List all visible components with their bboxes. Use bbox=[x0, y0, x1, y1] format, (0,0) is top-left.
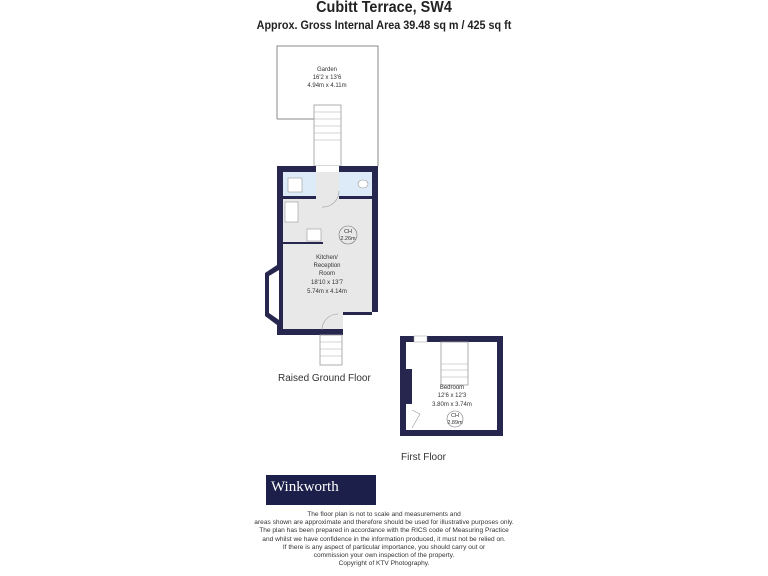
winkworth-logo: Winkworth bbox=[266, 475, 376, 505]
ground-floor-plan: CH 2.26m Kitchen/ Reception Room 18'10 x… bbox=[265, 166, 378, 366]
hob-icon bbox=[306, 228, 322, 242]
ch-value: 2.26m bbox=[340, 236, 356, 242]
disclaimer-line: The plan has been prepared in accordance… bbox=[259, 527, 509, 535]
ch-label: CH bbox=[344, 229, 352, 235]
kitchen-imperial: 18'10 x 13'7 bbox=[311, 280, 344, 286]
door-swing bbox=[321, 190, 340, 208]
garden-area: Garden 16'2 x 13'6 4.94m x 4.11m bbox=[276, 45, 379, 167]
disclaimer-line: If there is any aspect of particular imp… bbox=[282, 543, 486, 551]
sink-icon bbox=[284, 201, 299, 223]
ch-label: CH bbox=[451, 413, 459, 419]
bedroom-imperial: 12'6 x 12'3 bbox=[438, 393, 467, 399]
ceiling-height-marker bbox=[338, 225, 358, 245]
kitchen-metric: 5.74m x 4.14m bbox=[307, 289, 347, 295]
bedroom-metric: 3.80m x 3.74m bbox=[432, 402, 472, 408]
bedroom-name: Bedroom bbox=[440, 385, 464, 391]
ceiling-height-marker bbox=[446, 410, 464, 428]
logo-text: Winkworth bbox=[271, 479, 339, 495]
disclaimer-line: areas shown are approximate and therefor… bbox=[254, 519, 514, 527]
kitchen-name-1: Kitchen/ bbox=[316, 255, 338, 261]
garden-metric: 4.94m x 4.11m bbox=[307, 83, 346, 89]
disclaimer-line: and whilst we have confidence in the inf… bbox=[262, 535, 506, 543]
garden-imperial: 16'2 x 13'6 bbox=[313, 75, 342, 81]
garden-name: Garden bbox=[317, 67, 337, 73]
ch-value: 2.89m bbox=[447, 420, 463, 426]
shower-icon bbox=[287, 177, 303, 193]
first-floor-label: First Floor bbox=[401, 452, 446, 463]
area-subtitle: Approx. Gross Internal Area 39.48 sq m /… bbox=[256, 18, 512, 32]
entrance-door bbox=[321, 313, 339, 331]
disclaimer-line: The floor plan is not to scale and measu… bbox=[307, 511, 461, 518]
ground-floor-label: Raised Ground Floor bbox=[278, 373, 371, 384]
disclaimer-line: Copyright of KTV Photography. bbox=[338, 560, 430, 568]
garden-stairs bbox=[313, 104, 342, 167]
first-floor-plan: Bedroom 12'6 x 12'3 3.80m x 3.74m CH 2.8… bbox=[400, 335, 503, 436]
first-floor-stairs bbox=[440, 341, 469, 386]
window bbox=[413, 335, 428, 343]
page-title: Cubitt Terrace, SW4 bbox=[316, 0, 452, 16]
toilet-icon bbox=[357, 179, 369, 189]
entrance-stairs bbox=[319, 334, 343, 366]
disclaimer: The floor plan is not to scale and measu… bbox=[200, 511, 568, 568]
kitchen-name-3: Room bbox=[319, 271, 335, 277]
disclaimer-line: commission your own inspection of the pr… bbox=[313, 552, 455, 560]
kitchen-name-2: Reception bbox=[313, 263, 340, 269]
